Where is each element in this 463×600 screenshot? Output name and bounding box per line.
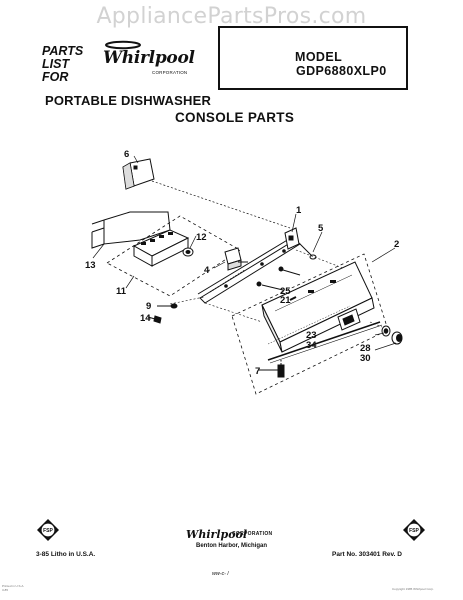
part-switch-block	[132, 229, 190, 267]
footer-brand-sub: CORPORATION	[232, 531, 273, 537]
brand-logo: Whirlpool	[103, 48, 195, 68]
part-long-rod	[267, 321, 383, 364]
callout-12: 12	[196, 232, 207, 243]
part-screws-25-21	[256, 266, 301, 291]
part-number: Part No. 303401 Rev. D	[332, 551, 402, 558]
part-nut	[182, 247, 194, 257]
part-screws-9-14	[147, 296, 205, 324]
callout-34: 34	[306, 340, 317, 351]
callout-11: 11	[116, 286, 127, 297]
footer-brand-logo: Whirlpool	[186, 528, 248, 541]
model-label: MODEL	[295, 50, 343, 64]
model-box	[218, 26, 408, 90]
parts-line-2: LIST	[42, 57, 70, 71]
part-knob	[369, 321, 403, 345]
part-console-panel	[261, 261, 375, 353]
fsp-badge-right-icon: FSP	[403, 519, 425, 541]
part-actuator	[224, 247, 248, 271]
callout-30: 30	[360, 353, 371, 364]
fine-print-left: Printed in U.S.A. 3-85	[2, 584, 24, 592]
fine-print-right: Copyright 1985 Whirlpool Corp.	[392, 587, 460, 591]
callout-9: 9	[146, 301, 151, 312]
part-rail-bracket	[284, 227, 300, 250]
watermark: AppliancePartsPros.com	[96, 4, 367, 29]
fsp-badge-left-icon: FSP	[37, 519, 59, 541]
callout-6: 6	[124, 149, 129, 160]
callout-28: 28	[360, 343, 371, 354]
parts-line-3: FOR	[42, 70, 69, 84]
footer-city: Benton Harbor, Michigan	[196, 543, 268, 549]
product-name: PORTABLE DISHWASHER	[45, 93, 212, 108]
parts-list-heading: PARTS LIST FOR	[42, 45, 102, 84]
part-overlay-window	[337, 308, 361, 331]
part-screw-5	[299, 243, 317, 260]
part-bracket	[122, 158, 155, 190]
parts-line-1: PARTS	[42, 44, 84, 58]
callout-25: 25	[280, 286, 291, 297]
fine-left-line-1: Printed in U.S.A.	[2, 584, 25, 588]
part-screw-7	[258, 360, 285, 378]
callout-14: 14	[140, 313, 151, 324]
brand-swoosh-icon	[105, 40, 141, 50]
handwritten-note: ww-c- /	[212, 571, 229, 577]
model-number: GDP6880XLP0	[296, 64, 387, 78]
callout-2: 2	[394, 239, 399, 250]
group-outline-2	[231, 253, 389, 395]
callout-1: 1	[296, 205, 302, 216]
fsp-badge-left-label: FSP	[43, 528, 53, 534]
callout-5: 5	[318, 223, 324, 234]
fine-right-line-1: Copyright 1985 Whirlpool Corp.	[392, 587, 434, 591]
callout-13: 13	[85, 260, 96, 271]
group-outline-11	[106, 215, 241, 297]
callout-4: 4	[204, 265, 210, 276]
section-title: CONSOLE PARTS	[175, 110, 295, 125]
callout-23: 23	[306, 330, 317, 341]
print-note: 3-85 Litho in U.S.A.	[36, 551, 96, 558]
fine-left-line-2: 3-85	[2, 588, 9, 592]
leader-bracket	[151, 180, 291, 229]
callout-21: 21	[280, 295, 291, 306]
callout-7: 7	[255, 366, 260, 377]
brand-sub: CORPORATION	[152, 70, 188, 75]
fsp-badge-right-label: FSP	[409, 528, 419, 534]
